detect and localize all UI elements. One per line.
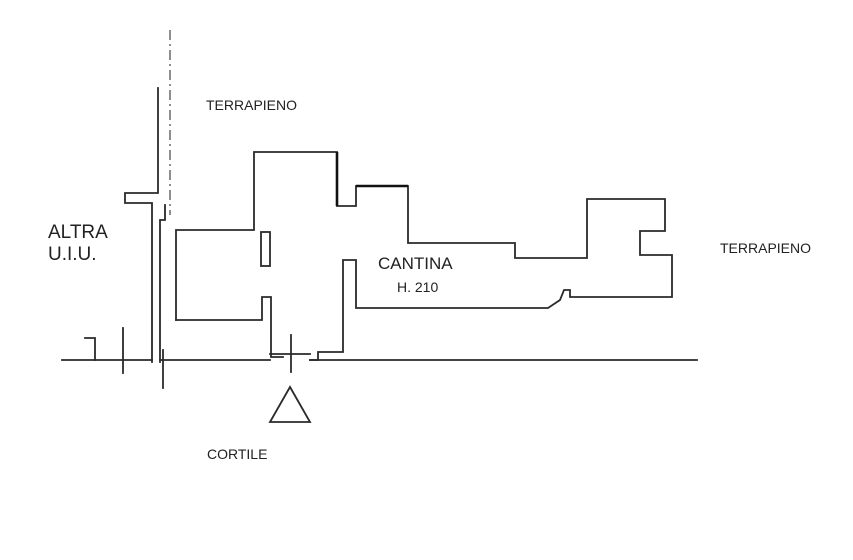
label-altra: ALTRA bbox=[48, 222, 108, 243]
label-cantina: CANTINA bbox=[378, 254, 453, 273]
pillar bbox=[260, 231, 271, 267]
label-height: H. 210 bbox=[397, 279, 438, 295]
neighbor-wall-inner bbox=[159, 204, 166, 363]
label-cortile: CORTILE bbox=[207, 446, 267, 462]
label-terrapieno-top: TERRAPIENO bbox=[206, 97, 297, 113]
cantina-left-wall bbox=[175, 296, 284, 358]
cantina-outline bbox=[175, 151, 673, 361]
label-uiu: U.I.U. bbox=[48, 244, 97, 265]
triangle-marker-icon bbox=[268, 385, 312, 423]
label-terrapieno-right: TERRAPIENO bbox=[720, 240, 811, 256]
neighbor-wall bbox=[124, 87, 159, 363]
left-stub bbox=[84, 337, 96, 361]
